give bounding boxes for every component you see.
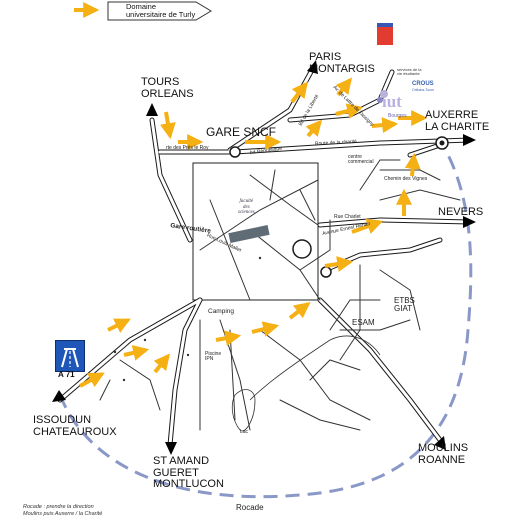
student-services-icon — [377, 23, 393, 45]
arrowhead-issoudun-icon — [52, 390, 66, 402]
guide-arrow-4 — [290, 81, 308, 104]
arrowhead-auxerre-icon — [463, 134, 476, 146]
zoom-frame — [192, 162, 319, 301]
guide-arrow-12 — [351, 218, 384, 234]
rocade-ring — [58, 139, 473, 499]
roundabout-icon — [320, 266, 332, 278]
guide-arrow-1 — [160, 111, 176, 140]
crous-subtitle: Orléans-Tours — [412, 88, 434, 92]
crous-logo: CROUS — [412, 81, 434, 87]
guide-arrow-11 — [404, 152, 421, 177]
rocade-label: Rocade — [236, 503, 264, 512]
legend-label: Domaine universitaire de Turly — [126, 2, 196, 19]
guide-arrow-19 — [107, 318, 131, 333]
guide-arrow-6 — [305, 119, 323, 138]
guide-arrow-15 — [251, 321, 280, 337]
gare-sncf-label: GARE SNCF — [206, 125, 277, 139]
roundabout-icon — [229, 146, 241, 158]
lac-label: Lac — [240, 429, 249, 435]
iut-subtitle: Bourges — [388, 113, 407, 119]
a71-motorway-icon — [55, 340, 85, 372]
direction-nevers-label: NEVERS — [438, 206, 484, 218]
camping-label: Camping — [208, 308, 235, 315]
river-line — [249, 335, 381, 401]
arrowhead-moulins-icon — [434, 436, 446, 450]
legend-frame — [107, 1, 212, 21]
arrowhead-paris-icon — [307, 60, 318, 74]
arrowhead-tours-icon — [146, 103, 158, 116]
faculty-building — [228, 224, 270, 244]
guide-arrow-13 — [324, 256, 354, 272]
iut-text: iut — [382, 92, 402, 111]
guide-arrow-20 — [153, 353, 171, 374]
roundabout-icon — [292, 239, 312, 259]
footnote: Rocade : prendre la direction Moulins pu… — [23, 504, 103, 517]
guide-arrow-17 — [123, 345, 150, 361]
street-label: Chemin des Vignes — [384, 176, 428, 182]
guide-arrow-5 — [335, 77, 352, 97]
esam-label: ESAM — [352, 318, 375, 327]
guide-arrow-18 — [79, 372, 105, 388]
a71-label: A 71 — [58, 370, 75, 379]
lake-shape — [231, 389, 256, 432]
arrowhead-stamand-icon — [165, 442, 177, 455]
street-label: Rue Charlet — [334, 214, 361, 220]
guide-arrow-16 — [215, 330, 242, 347]
street-label: rte des Prés le Roy — [166, 145, 209, 151]
services-label: services de la vie étudiante — [397, 67, 422, 77]
iut-logo — [374, 82, 416, 114]
arrowhead-nevers-icon — [463, 216, 476, 228]
roundabout-icon — [439, 140, 445, 146]
guide-arrow-14 — [288, 302, 311, 320]
guide-arrow-8 — [371, 117, 399, 134]
guide-arrow-7 — [335, 103, 364, 119]
